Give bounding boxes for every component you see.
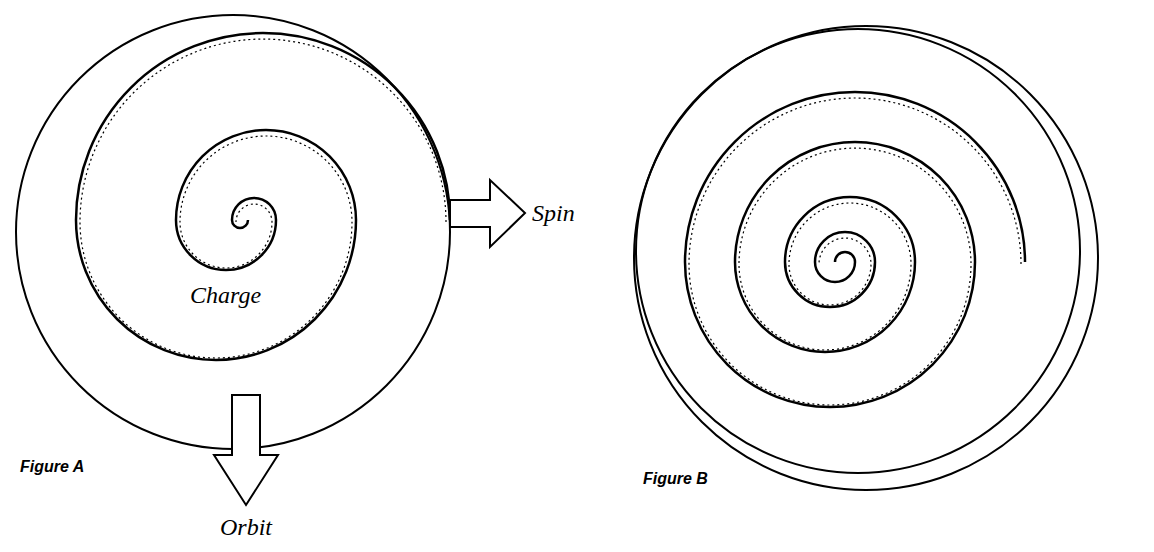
figure-caption: Figure A	[20, 458, 84, 476]
figure-caption: Figure B	[643, 470, 708, 488]
dotted-spiral	[689, 98, 1021, 405]
orbit-label: Orbit	[220, 514, 272, 540]
spin-arrow	[450, 180, 525, 247]
orbit-arrow	[214, 395, 278, 505]
spin-label: Spin	[532, 200, 575, 226]
outer-circle	[16, 15, 450, 449]
outer-circle	[634, 26, 1098, 490]
charge-label: Charge	[190, 282, 261, 308]
dotted-spiral	[80, 39, 446, 358]
charge-spiral	[76, 33, 450, 360]
inner-circle	[636, 29, 1080, 473]
charge-spiral	[685, 92, 1025, 407]
